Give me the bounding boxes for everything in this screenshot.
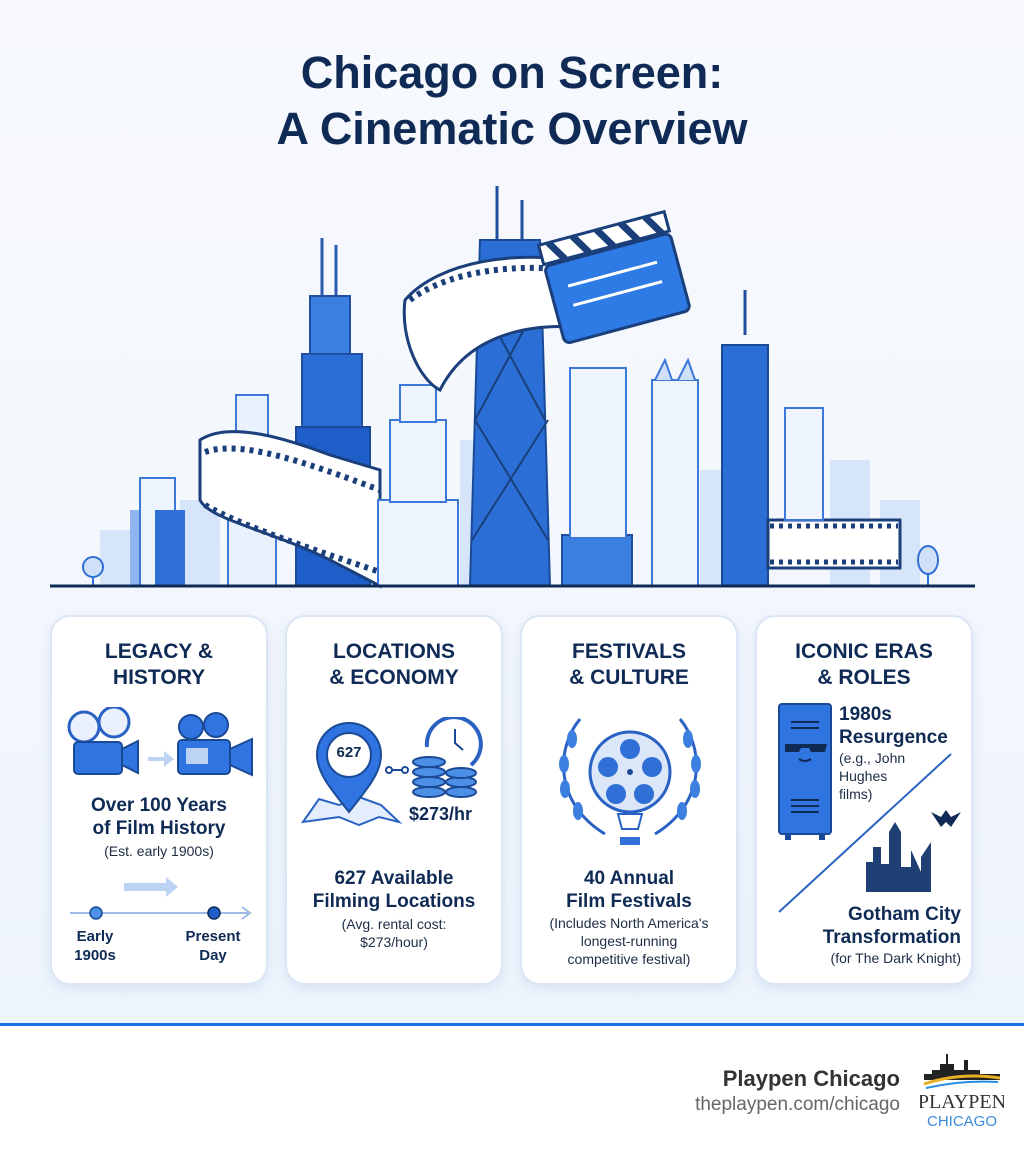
- era-note: (for The Dark Knight): [830, 950, 961, 966]
- card-heading: LOCATIONS & ECONOMY: [287, 639, 501, 691]
- stat-line: Over 100 Years: [91, 795, 227, 816]
- tribune-tower: [377, 384, 459, 587]
- title-line-1: Chicago on Screen:: [300, 47, 724, 98]
- logo-text: PLAYPEN: [920, 1091, 1004, 1113]
- playpen-chicago-logo: PLAYPEN CHICAGO: [920, 1054, 1004, 1130]
- card-heading: ICONIC ERAS & ROLES: [757, 639, 971, 691]
- card-heading: FESTIVALS & CULTURE: [522, 639, 736, 691]
- note-line: longest-running: [580, 933, 678, 949]
- era-note: films): [839, 786, 873, 802]
- film-reel-laurel-trophy-icon: [559, 718, 701, 845]
- heading-line: & ROLES: [817, 666, 911, 689]
- page-title: Chicago on Screen: A Cinematic Overview: [0, 45, 1024, 157]
- era-1980s: 1980s Resurgence (e.g., John Hughes film…: [839, 703, 948, 803]
- brand-name: Playpen Chicago: [722, 1066, 900, 1091]
- tree-icon: [917, 545, 939, 586]
- label-line: Present: [185, 928, 241, 945]
- chicago-skyline-illustration: [50, 186, 975, 589]
- heading-line: ICONIC ERAS: [795, 640, 933, 663]
- note-line: competitive festival): [567, 951, 691, 967]
- label-line: Early: [76, 928, 114, 945]
- stat-note: (Includes North America's longest-running…: [522, 914, 736, 968]
- map-pin-coins-clock-icon: [300, 717, 483, 827]
- brand-url[interactable]: theplaypen.com/chicago: [695, 1094, 900, 1115]
- stat-line: Filming Locations: [312, 891, 476, 912]
- timeline-graphic: [70, 877, 252, 920]
- stat-note: (Avg. rental cost: $273/hour): [287, 915, 501, 951]
- era-title: 1980s: [839, 704, 892, 725]
- era-note: Hughes: [839, 768, 888, 784]
- stat-note: (Est. early 1900s): [104, 843, 214, 859]
- era-title: Transformation: [822, 927, 961, 948]
- title-line-2: A Cinematic Overview: [276, 103, 748, 154]
- stat-line: 40 Annual: [583, 868, 675, 889]
- clapperboard-icon: [536, 209, 691, 344]
- footer-divider: [0, 1023, 1024, 1026]
- locker-and-gotham-icon: [778, 703, 961, 913]
- label-line: 1900s: [74, 947, 116, 964]
- heading-line: LOCATIONS: [332, 640, 456, 663]
- card-iconic-eras-roles: ICONIC ERAS & ROLES 1980s Resurgence (e.g…: [755, 615, 973, 985]
- building: [569, 367, 627, 539]
- film-projector-to-camera-icon: [67, 707, 253, 777]
- timeline-start-label: Early 1900s: [0, 927, 202, 965]
- trump-tower: [721, 290, 769, 587]
- heading-line: LEGACY &: [104, 640, 214, 663]
- heading-line: & ECONOMY: [329, 666, 459, 689]
- heading-line: & CULTURE: [569, 666, 689, 689]
- note-line: (Includes North America's: [549, 915, 709, 931]
- heading-line: HISTORY: [112, 666, 206, 689]
- label-line: Day: [199, 947, 227, 964]
- film-strip-right: [766, 518, 902, 570]
- building-spires: [651, 357, 699, 587]
- card-locations-economy: LOCATIONS & ECONOMY 627 $273/hr 627 Avail…: [285, 615, 503, 985]
- era-title: Resurgence: [839, 727, 948, 748]
- era-title: Gotham City: [848, 904, 961, 925]
- pin-number-label: 627: [336, 744, 362, 761]
- footer-brand: Playpen Chicago theplaypen.com/chicago: [695, 1066, 900, 1116]
- stat-line: Film Festivals: [566, 891, 692, 912]
- card-heading: LEGACY & HISTORY: [52, 639, 266, 691]
- note-line: $273/hour): [360, 934, 428, 950]
- heading-line: FESTIVALS: [572, 640, 686, 663]
- era-note: (e.g., John: [839, 750, 906, 766]
- rate-label: $273/hr: [409, 804, 473, 824]
- film-strip-left: [198, 430, 382, 589]
- stat-line: 627 Available: [334, 868, 454, 889]
- stat-line: of Film History: [92, 818, 226, 839]
- logo-text: CHICAGO: [927, 1113, 997, 1130]
- note-line: (Avg. rental cost:: [341, 916, 447, 932]
- era-gotham: Gotham City Transformation (for The Dark…: [823, 903, 961, 967]
